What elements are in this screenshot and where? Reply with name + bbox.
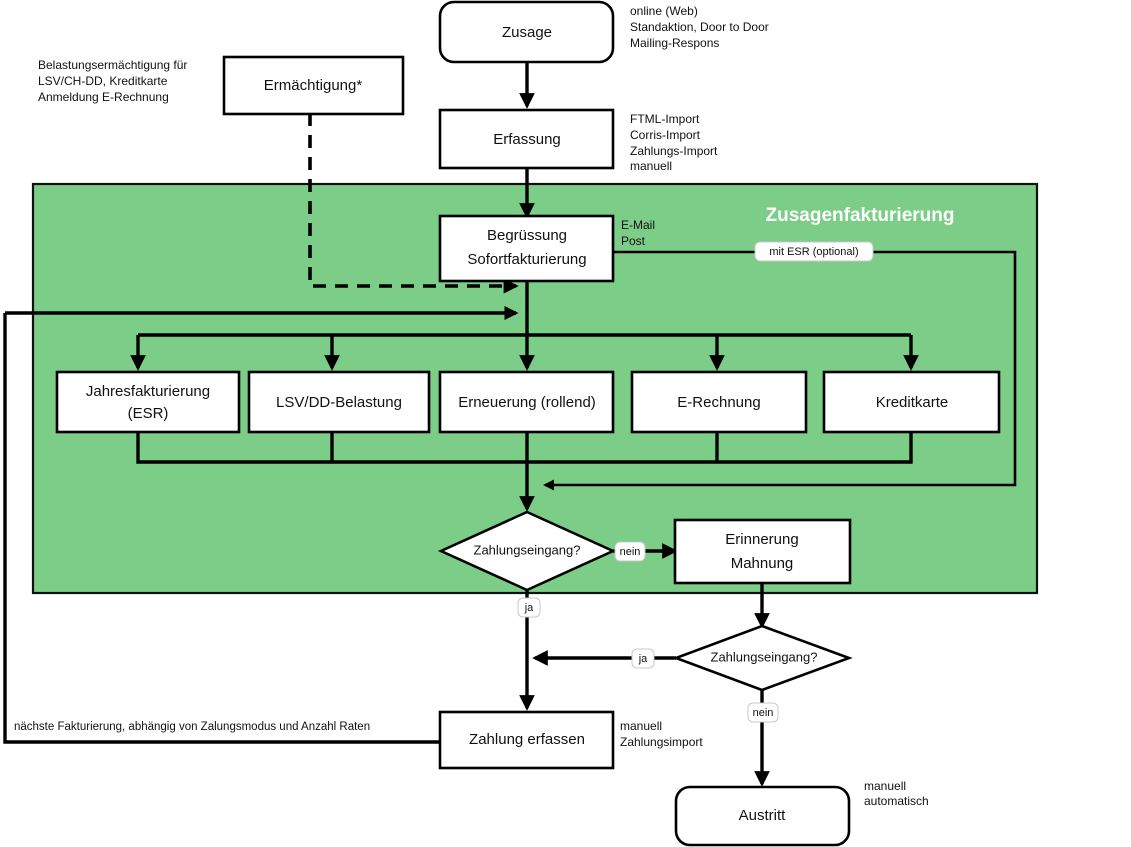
svg-text:nein: nein (620, 546, 641, 558)
node-erfassung[interactable] (438, 108, 615, 170)
node-ermaechtigung-label: Ermächtigung* (264, 77, 363, 94)
note-austritt-line1: manuell (864, 779, 906, 793)
node-erinnerung-line1: Erinnerung (725, 531, 798, 548)
edge-collect-jahresfakturierung (136, 432, 527, 464)
node-begruessung-sofortfakturierung[interactable] (438, 214, 615, 283)
node-lsv-dd-belastung[interactable] (247, 370, 431, 434)
note-ermaechtigung-line2: LSV/CH-DD, Kreditkarte (38, 74, 168, 88)
node-erfassung-label: Erfassung (493, 131, 561, 148)
node-begruessung-line1: Begrüssung (487, 227, 567, 244)
node-ermaechtigung[interactable] (222, 55, 405, 116)
node-lsv-dd-belastung-label: LSV/DD-Belastung (276, 394, 402, 411)
edge-feedback-return (3, 313, 440, 744)
node-austritt[interactable] (674, 785, 851, 847)
note-begruessung-line2: Post (621, 234, 646, 248)
node-decision-zahlungseingang-1[interactable] (437, 510, 617, 592)
note-zusage-line3: Mailing-Respons (630, 36, 719, 50)
note-ermaechtigung-line3: Anmeldung E-Rechnung (38, 90, 169, 104)
svg-text:ja: ja (524, 602, 534, 614)
node-decision-2-label: Zahlungseingang? (711, 649, 818, 664)
svg-text:mit ESR (optional): mit ESR (optional) (769, 246, 858, 258)
note-begruessung-line1: E-Mail (621, 218, 655, 232)
note-begruessung: E-Mail Post (621, 218, 655, 248)
note-zusage-line1: online (Web) (630, 4, 698, 18)
edge-collect-kreditkarte (527, 432, 913, 464)
node-e-rechnung[interactable] (630, 370, 808, 434)
node-e-rechnung-label: E-Rechnung (677, 394, 760, 411)
node-begruessung-line2: Sofortfakturierung (467, 251, 586, 268)
note-erfassung-line3: Zahlungs-Import (630, 144, 718, 158)
node-erinnerung-mahnung[interactable] (673, 518, 852, 585)
edge-label-ja-2: ja (631, 648, 655, 669)
panel-title: Zusagenfakturierung (766, 205, 955, 226)
note-zusage: online (Web) Standaktion, Door to Door M… (630, 4, 769, 50)
note-erfassung-line2: Corris-Import (630, 128, 701, 142)
node-erneuerung-rollend[interactable] (438, 370, 615, 434)
note-zahlung-line1: manuell (620, 719, 662, 733)
note-zahlung-line2: Zahlungsimport (620, 735, 703, 749)
edge-label-mit-esr: mit ESR (optional) (754, 241, 874, 262)
note-austritt: manuell automatisch (864, 779, 929, 808)
note-ermaechtigung: Belastungsermächtigung für LSV/CH-DD, Kr… (38, 58, 187, 104)
note-erfassung-line4: manuell (630, 159, 672, 173)
node-decision-zahlungseingang-2[interactable] (672, 624, 853, 692)
edge-label-nein-1: nein (614, 541, 646, 562)
svg-text:ja: ja (638, 653, 648, 665)
note-austritt-line2: automatisch (864, 794, 929, 808)
node-decision-1-label: Zahlungseingang? (474, 542, 581, 557)
node-jahresfakturierung[interactable] (55, 370, 241, 434)
node-zusage-label: Zusage (502, 24, 552, 41)
note-erfassung: FTML-Import Corris-Import Zahlungs-Impor… (630, 112, 718, 173)
node-jahresfakturierung-line1: Jahresfakturierung (86, 383, 210, 400)
svg-text:nein: nein (753, 707, 774, 719)
note-zusage-line2: Standaktion, Door to Door (630, 20, 769, 34)
node-austritt-label: Austritt (739, 807, 787, 824)
node-erinnerung-line2: Mahnung (731, 555, 794, 572)
note-ermaechtigung-line1: Belastungsermächtigung für (38, 58, 187, 72)
edge-label-ja-1: ja (517, 597, 541, 618)
edge-ermaechtigung-dashed (308, 113, 519, 294)
note-feedback-line: nächste Fakturierung, abhängig von Zalun… (14, 721, 370, 733)
node-jahresfakturierung-line2: (ESR) (128, 405, 169, 422)
node-kreditkarte[interactable] (822, 370, 1001, 434)
node-zahlung-erfassen-label: Zahlung erfassen (469, 731, 585, 748)
note-erfassung-line1: FTML-Import (630, 112, 700, 126)
node-erneuerung-rollend-label: Erneuerung (rollend) (458, 394, 596, 411)
note-zahlung: manuell Zahlungsimport (620, 719, 703, 749)
node-zusage[interactable] (438, 0, 615, 64)
node-kreditkarte-label: Kreditkarte (876, 394, 949, 411)
edge-label-nein-2: nein (747, 702, 779, 723)
node-zahlung-erfassen[interactable] (438, 710, 615, 770)
